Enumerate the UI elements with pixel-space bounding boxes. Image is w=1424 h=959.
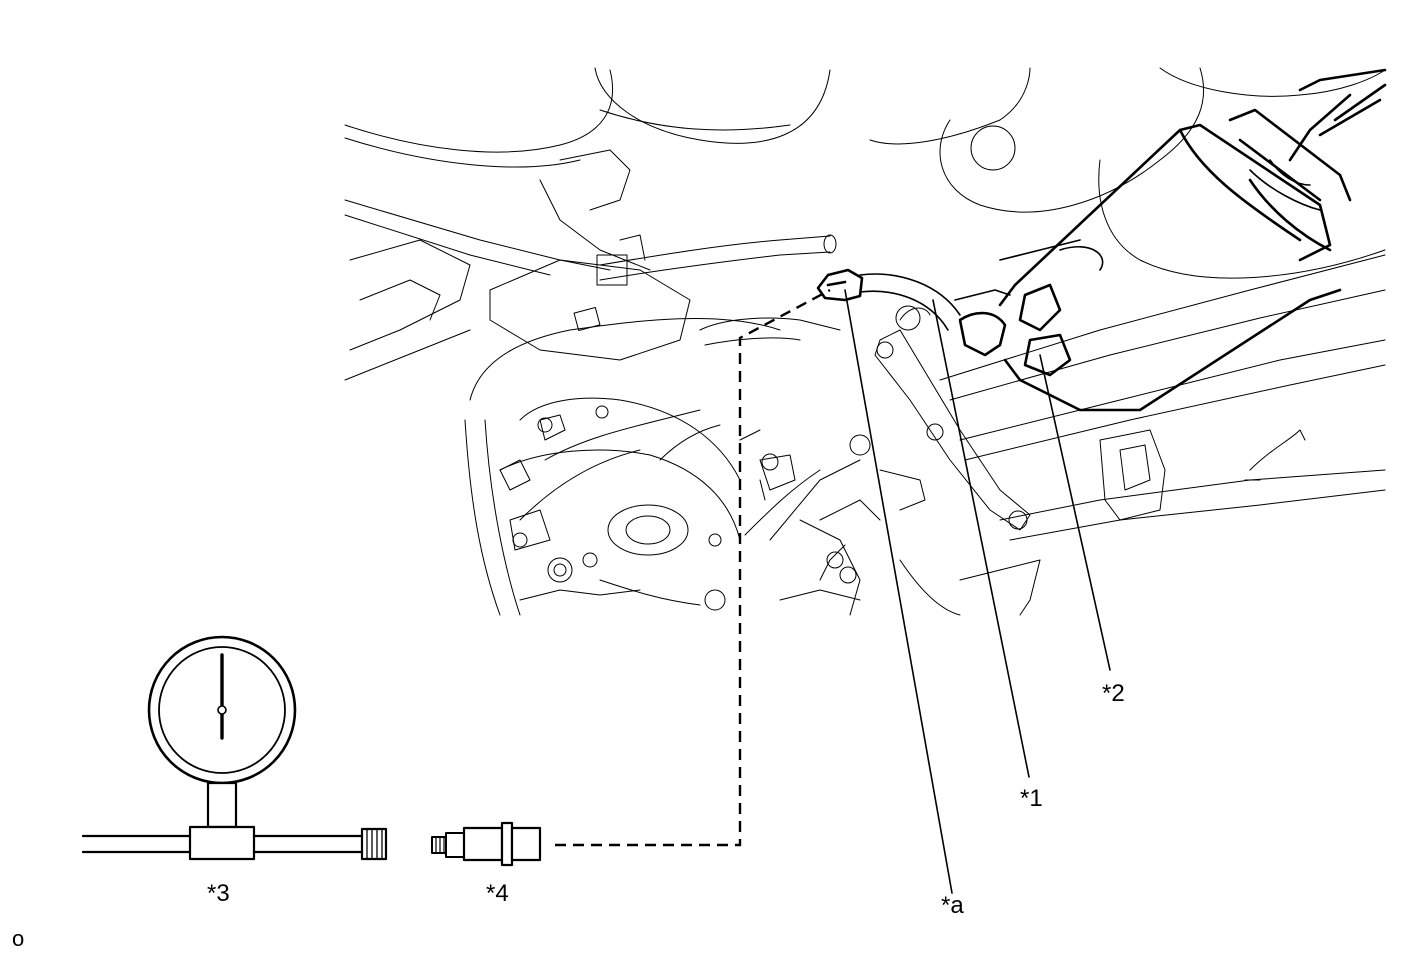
callout-label-3: *3 <box>207 880 230 907</box>
leader-lines <box>844 289 1111 894</box>
fuel-delivery-pipe <box>958 68 1387 412</box>
callout-label-4: *4 <box>486 880 509 907</box>
pressure-gauge-icon <box>81 635 388 861</box>
leader-line-a <box>844 289 953 894</box>
adapter-neck <box>445 832 465 858</box>
sst-adapter-icon <box>431 821 542 867</box>
fuel-hose <box>859 159 1321 331</box>
leader-line-1 <box>932 299 1030 778</box>
callout-label-1: *1 <box>1020 785 1043 812</box>
fuel-pipe-end <box>816 268 864 302</box>
leader-line-2 <box>1039 354 1111 671</box>
adapter-end <box>510 826 542 862</box>
connection-dashed-line <box>555 288 831 847</box>
gauge-stem <box>206 781 238 829</box>
figure-id: o <box>12 926 25 951</box>
gauge-tee-fitting <box>188 825 256 861</box>
callout-label-a: *a <box>941 892 964 919</box>
engine-compartment-art <box>344 67 1386 616</box>
callout-label-2: *2 <box>1102 680 1125 707</box>
adapter-body <box>462 826 504 862</box>
gauge-pivot <box>217 705 227 715</box>
adapter-collar <box>500 821 514 867</box>
